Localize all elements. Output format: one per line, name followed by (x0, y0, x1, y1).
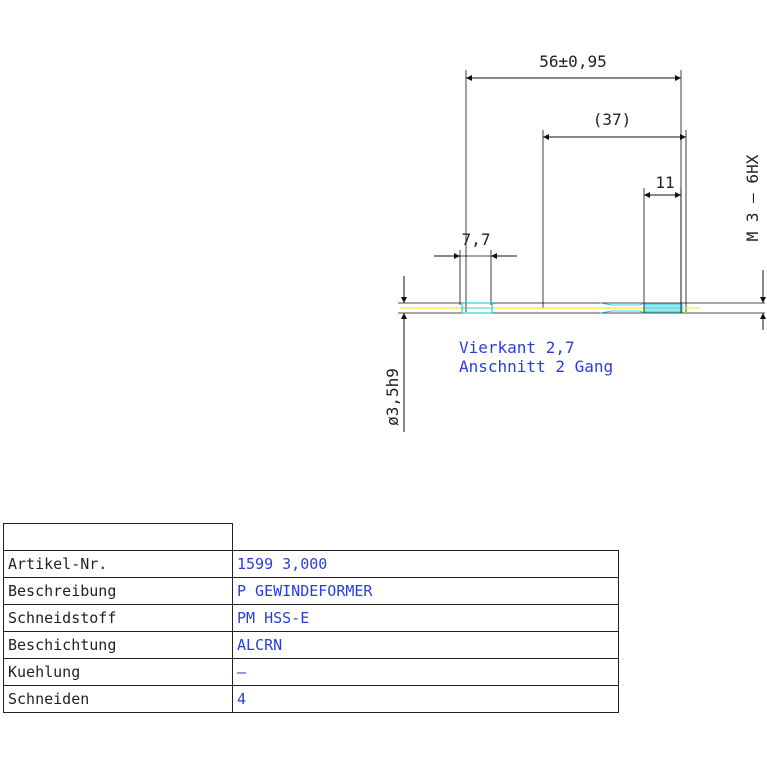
table-row: Schneiden 4 (3, 685, 619, 713)
spec-value: — (232, 658, 619, 686)
spec-label: Beschichtung (3, 631, 233, 659)
spec-table: Artikel-Nr. 1599 3,000 Beschreibung P GE… (3, 523, 619, 713)
dim-square-length: 7,7 (434, 230, 517, 305)
table-row: Artikel-Nr. 1599 3,000 (3, 550, 619, 578)
tool-body (398, 302, 765, 314)
spec-value: ALCRN (232, 631, 619, 659)
dim-thread-spec: M 3 – 6HX (743, 154, 766, 330)
dim-shank-diameter: ø3,5h9 (383, 276, 407, 432)
note-chamfer: Anschnitt 2 Gang (459, 357, 613, 376)
spec-value: PM HSS-E (232, 604, 619, 632)
table-row: Schneidstoff PM HSS-E (3, 604, 619, 632)
dim-shank-length: (37) (542, 110, 687, 312)
dim-overall-length-text: 56±0,95 (539, 52, 606, 71)
spec-table-blank-cell (232, 523, 619, 551)
table-row: Beschichtung ALCRN (3, 631, 619, 659)
note-square: Vierkant 2,7 (459, 338, 575, 357)
spec-table-header-cell (3, 523, 233, 551)
spec-value: 4 (232, 685, 619, 713)
spec-label: Artikel-Nr. (3, 550, 233, 578)
spec-label: Schneiden (3, 685, 233, 713)
spec-value: P GEWINDEFORMER (232, 577, 619, 605)
dim-shank-length-text: (37) (593, 110, 632, 129)
dim-square-length-text: 7,7 (462, 230, 491, 249)
dim-overall-length: 56±0,95 (465, 52, 682, 312)
dim-thread-length: 11 (643, 173, 682, 308)
spec-label: Kuehlung (3, 658, 233, 686)
spec-value: 1599 3,000 (232, 550, 619, 578)
dim-shank-diameter-text: ø3,5h9 (383, 368, 402, 426)
spec-table-header-row (3, 523, 619, 551)
dim-thread-spec-text: M 3 – 6HX (743, 154, 762, 241)
table-row: Kuehlung — (3, 658, 619, 686)
spec-label: Beschreibung (3, 577, 233, 605)
spec-label: Schneidstoff (3, 604, 233, 632)
table-row: Beschreibung P GEWINDEFORMER (3, 577, 619, 605)
dim-thread-length-text: 11 (655, 173, 674, 192)
